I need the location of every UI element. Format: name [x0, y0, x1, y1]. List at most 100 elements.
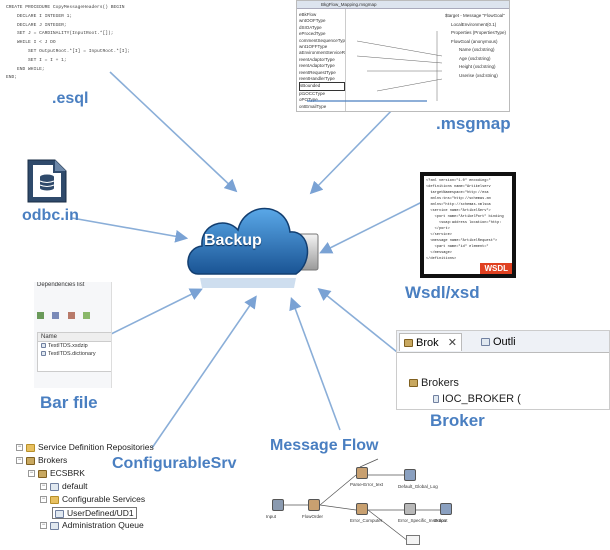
wsdl-code-line: <message name="ArtikelRequest"> — [426, 239, 498, 243]
flow-node-defaultlog[interactable] — [404, 469, 416, 481]
config-tree-item[interactable]: −Service Definition Repositories — [16, 442, 154, 452]
add-icon[interactable] — [37, 312, 44, 319]
msgmap-tree-item[interactable]: FlowGoal (anonymous) — [451, 38, 498, 44]
barfile-list-item[interactable]: TestITDS.xsdzip — [38, 342, 111, 350]
config-tree-item[interactable]: −Configurable Services — [40, 494, 146, 504]
wsdl-code-line: <definitions name="Artikelserv — [426, 185, 491, 189]
odbc-file-icon — [25, 157, 69, 210]
msgmap-left-item[interactable]: oPOType — [299, 97, 318, 103]
msgmap-left-item[interactable]: wnt1OFFType — [299, 44, 328, 50]
barfile-list-item[interactable]: TestITDS.dictionary — [38, 350, 111, 358]
config-tree-item[interactable]: UserDefined/UD1 — [52, 507, 137, 519]
expand-icon[interactable]: − — [40, 496, 47, 504]
msgmap-left-item[interactable]: reentAdaptorType — [299, 63, 335, 69]
esql-code-line: SET I = I + 1; — [6, 57, 67, 63]
msgflow-label: Message Flow — [270, 437, 379, 454]
msgmap-mapping-lines — [307, 31, 443, 102]
wsdl-code-line: xmlns:tns="http://schemas.xm — [426, 197, 491, 201]
config-tree-item[interactable]: −ECSBRK — [28, 468, 85, 478]
msgmap-tree-item[interactable]: Name (xsd:string) — [459, 47, 495, 52]
msgmap-left-item[interactable]: eBkFlow — [299, 12, 317, 17]
close-icon[interactable]: ✕ — [447, 337, 457, 349]
refresh-icon[interactable] — [52, 312, 60, 319]
flow-node-label: Parse-Error_text — [350, 482, 384, 487]
config-tree-item[interactable]: −default — [40, 481, 88, 491]
broker-tree-header[interactable]: Brokers — [409, 377, 459, 389]
config-tree-item[interactable]: −Brokers — [16, 455, 68, 465]
flow-node-input[interactable] — [272, 499, 284, 511]
expand-icon[interactable]: − — [28, 470, 35, 478]
broker-tab[interactable]: Brok ✕ — [399, 333, 462, 351]
msgmap-tree-item[interactable]: LocalEnvironment(0.1) — [451, 21, 497, 27]
wsdl-code-line: <part name="id" element=" — [426, 245, 489, 249]
brk-icon — [38, 469, 47, 478]
msgmap-tab[interactable]: BkgFlow_Mapping.msgmap — [321, 2, 377, 7]
wsdl-label: Wsdl/xsd — [405, 283, 480, 302]
config-services-tree: −Service Definition Repositories −Brokers… — [16, 442, 196, 542]
msgmap-left-item[interactable]: pt1OCCType — [299, 90, 326, 96]
flow-node-parseerror[interactable] — [356, 467, 368, 479]
arrow-barfile — [102, 288, 203, 339]
msgmap-tree-item[interactable]: Height (xsd:string) — [459, 64, 496, 69]
expand-icon[interactable]: − — [40, 522, 47, 530]
flow-node-label: Default_Global_Log — [398, 484, 438, 489]
brk-icon — [26, 456, 35, 465]
msgmap-left-item[interactable]: commentSequenceType — [299, 37, 345, 43]
doc-icon — [50, 482, 59, 491]
expand-icon[interactable]: − — [40, 483, 47, 491]
msgmap-right-tree: $target - Message "FlowGoal" LocalEnviron… — [445, 12, 509, 92]
wsdl-badge: WSDL — [480, 263, 512, 274]
msgmap-left-item[interactable]: reentRequestType — [299, 69, 336, 75]
wsdl-code-line: targetNamespace="http://exa — [426, 191, 489, 195]
msgmap-left-item[interactable]: aEnvironmentServiceRegistryType — [299, 50, 345, 56]
flow-node-label: Input — [266, 514, 277, 519]
flow-connections — [284, 458, 440, 542]
flow-node-output[interactable] — [440, 503, 452, 515]
esql-code-panel: CREATE PROCEDURE CopyMessageHeaders() BE… — [6, 4, 196, 99]
esql-code-line: END; — [6, 75, 18, 81]
config-tree-item[interactable]: −Administration Queue — [40, 520, 144, 530]
flow-node-floworder[interactable] — [308, 499, 320, 511]
email-icon — [406, 535, 420, 545]
brokers-icon — [409, 379, 418, 388]
esql-label: .esql — [52, 90, 89, 107]
expand-icon[interactable]: − — [16, 444, 23, 452]
msgmap-left-item[interactable]: reentHandlerType — [299, 76, 335, 82]
edit-icon[interactable] — [83, 312, 91, 319]
msgmap-tree-item[interactable]: Age (xsd:string) — [459, 55, 491, 61]
broker-node-icon — [433, 395, 439, 404]
flow-node-label: Error_Computer — [350, 518, 383, 523]
msgmap-left-item[interactable]: reentAdaptorType — [299, 56, 335, 62]
arrow-wsdl — [319, 201, 423, 254]
broker-tab-icon — [404, 339, 413, 348]
msgmap-left-item[interactable]: eProcedType — [299, 31, 326, 37]
flow-node-errorinsertion[interactable] — [404, 503, 416, 515]
msgmap-left-item[interactable]: ontEmailType — [299, 103, 327, 109]
arrow-broker — [317, 287, 398, 353]
msgmap-tree-item[interactable]: Userise (xsd:string) — [459, 72, 498, 78]
msgmap-left-item[interactable]: dSIOAType — [299, 24, 322, 30]
wsdl-code-line: </definitions> — [426, 257, 457, 261]
esql-code-line: WHILE I < J DO — [6, 40, 56, 46]
expand-icon[interactable]: − — [16, 457, 23, 465]
remove-icon[interactable] — [67, 312, 75, 319]
msgmap-tree-item[interactable]: Properties (PropertiesType) — [451, 30, 507, 35]
wsdl-code-line: <service name="ArtikelServ"> — [426, 209, 491, 213]
broker-tree-item[interactable]: IOC_BROKER ( — [433, 393, 521, 405]
flow-node-errorcomputer[interactable] — [356, 503, 368, 515]
esql-code-line: SET J = CARDINALITY(InputRoot.*[]); — [6, 31, 114, 37]
msgmap-left-item[interactable]: wntOOFType — [299, 18, 326, 24]
outline-tab[interactable]: Outli — [477, 334, 520, 350]
doc-icon — [50, 521, 59, 530]
wsdl-code-line: </message> — [426, 251, 452, 255]
wsdl-code-line: <soap:address location="http: — [426, 221, 502, 225]
barfile-column-header: Name — [38, 333, 111, 342]
msgmap-left-item[interactable]: sBounded — [299, 82, 345, 91]
msgmap-tree-item[interactable]: $target - Message "FlowGoal" — [445, 13, 505, 18]
arrow-msgmap — [309, 103, 399, 195]
backup-text: Backup — [204, 232, 262, 249]
